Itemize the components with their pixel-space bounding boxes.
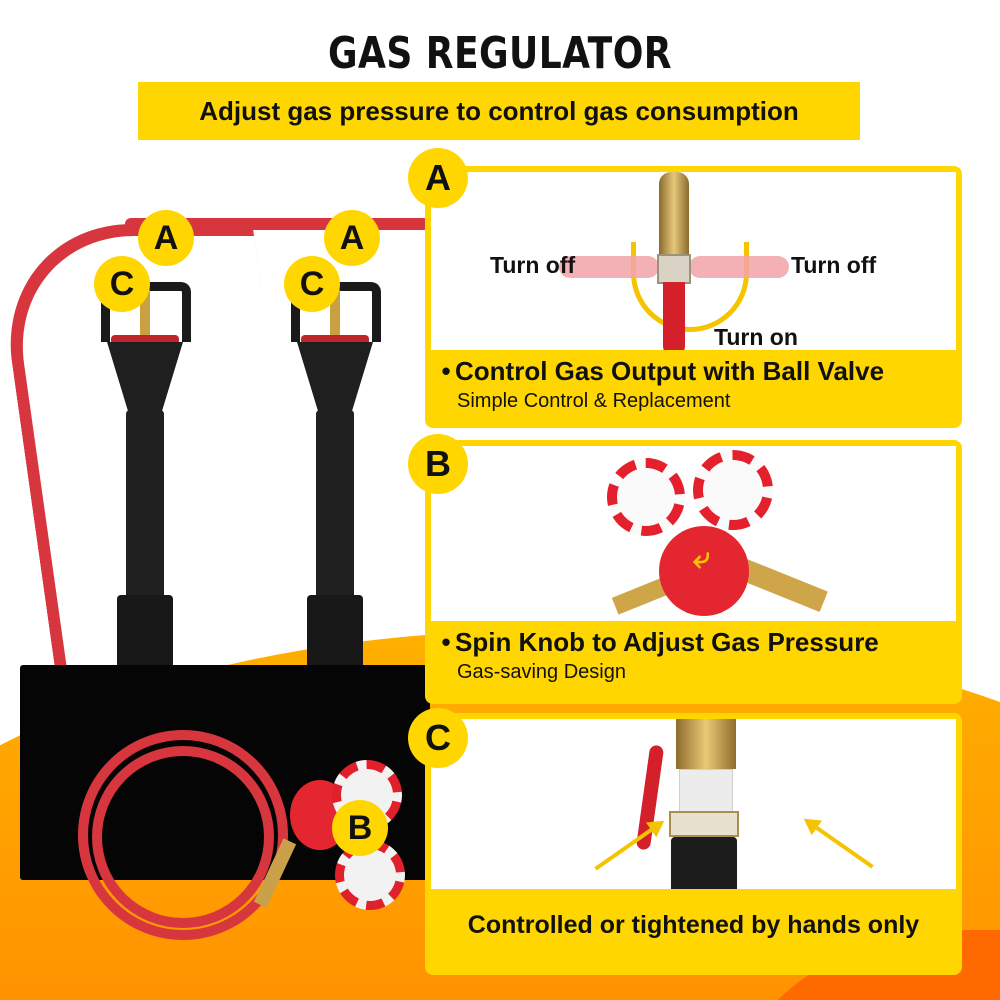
panel-a-heading: •Control Gas Output with Ball Valve (441, 356, 885, 386)
label-turn-off-right: Turn off (791, 252, 877, 278)
high-pressure-gauge (693, 450, 773, 530)
callout-badge-b: B (332, 800, 388, 856)
panel-b-badge: B (408, 434, 468, 494)
adjust-knob (659, 526, 749, 616)
feature-panel-ball-valve: Turn off Turn off Turn on •Control Gas O… (425, 166, 962, 428)
feature-panel-fitting: Controlled or tightened by hands only (425, 713, 962, 975)
panel-c-heading: Controlled or tightened by hands only (467, 911, 920, 939)
panel-c-badge: C (408, 708, 468, 768)
callout-badge-a-right: A (324, 210, 380, 266)
page-title: GAS REGULATOR (328, 28, 672, 79)
feature-panel-regulator: ⤶ •Spin Knob to Adjust Gas Pressure Gas-… (425, 440, 962, 704)
fitting-image (431, 719, 956, 889)
label-turn-off-left: Turn off (490, 252, 576, 278)
arrow-icon-left (594, 821, 663, 871)
hex-nut (669, 811, 739, 837)
low-pressure-gauge (607, 458, 685, 536)
handle-on (663, 282, 685, 350)
outlet-fitting (736, 557, 828, 613)
hose-coil-inner (92, 746, 274, 928)
regulator-image: ⤶ (431, 446, 956, 621)
callout-badge-c-left: C (94, 256, 150, 312)
callout-badge-a-left: A (138, 210, 194, 266)
subtitle-text: Adjust gas pressure to control gas consu… (199, 95, 799, 126)
panel-a-badge: A (408, 148, 468, 208)
rotate-arrow-icon: ⤶ (693, 542, 710, 575)
callout-badge-c-right: C (284, 256, 340, 312)
valve-body (657, 254, 691, 284)
panel-b-description: Gas-saving Design (457, 661, 626, 683)
ball-valve-image: Turn off Turn off Turn on (431, 172, 956, 350)
hose-coil (78, 730, 288, 940)
handle-off-right (689, 256, 789, 278)
subtitle-banner: Adjust gas pressure to control gas consu… (138, 82, 860, 140)
panel-b-heading: •Spin Knob to Adjust Gas Pressure (441, 627, 879, 657)
panel-a-description: Simple Control & Replacement (457, 390, 731, 412)
handle-off-left (559, 256, 659, 278)
burner-tube (671, 837, 737, 889)
thread-tape (679, 769, 733, 814)
arrow-icon-right (805, 819, 874, 869)
brass-valve (676, 719, 736, 769)
rotation-arc-icon (631, 242, 749, 332)
product-illustration: A A C C B (0, 150, 430, 940)
label-turn-on: Turn on (714, 324, 798, 350)
